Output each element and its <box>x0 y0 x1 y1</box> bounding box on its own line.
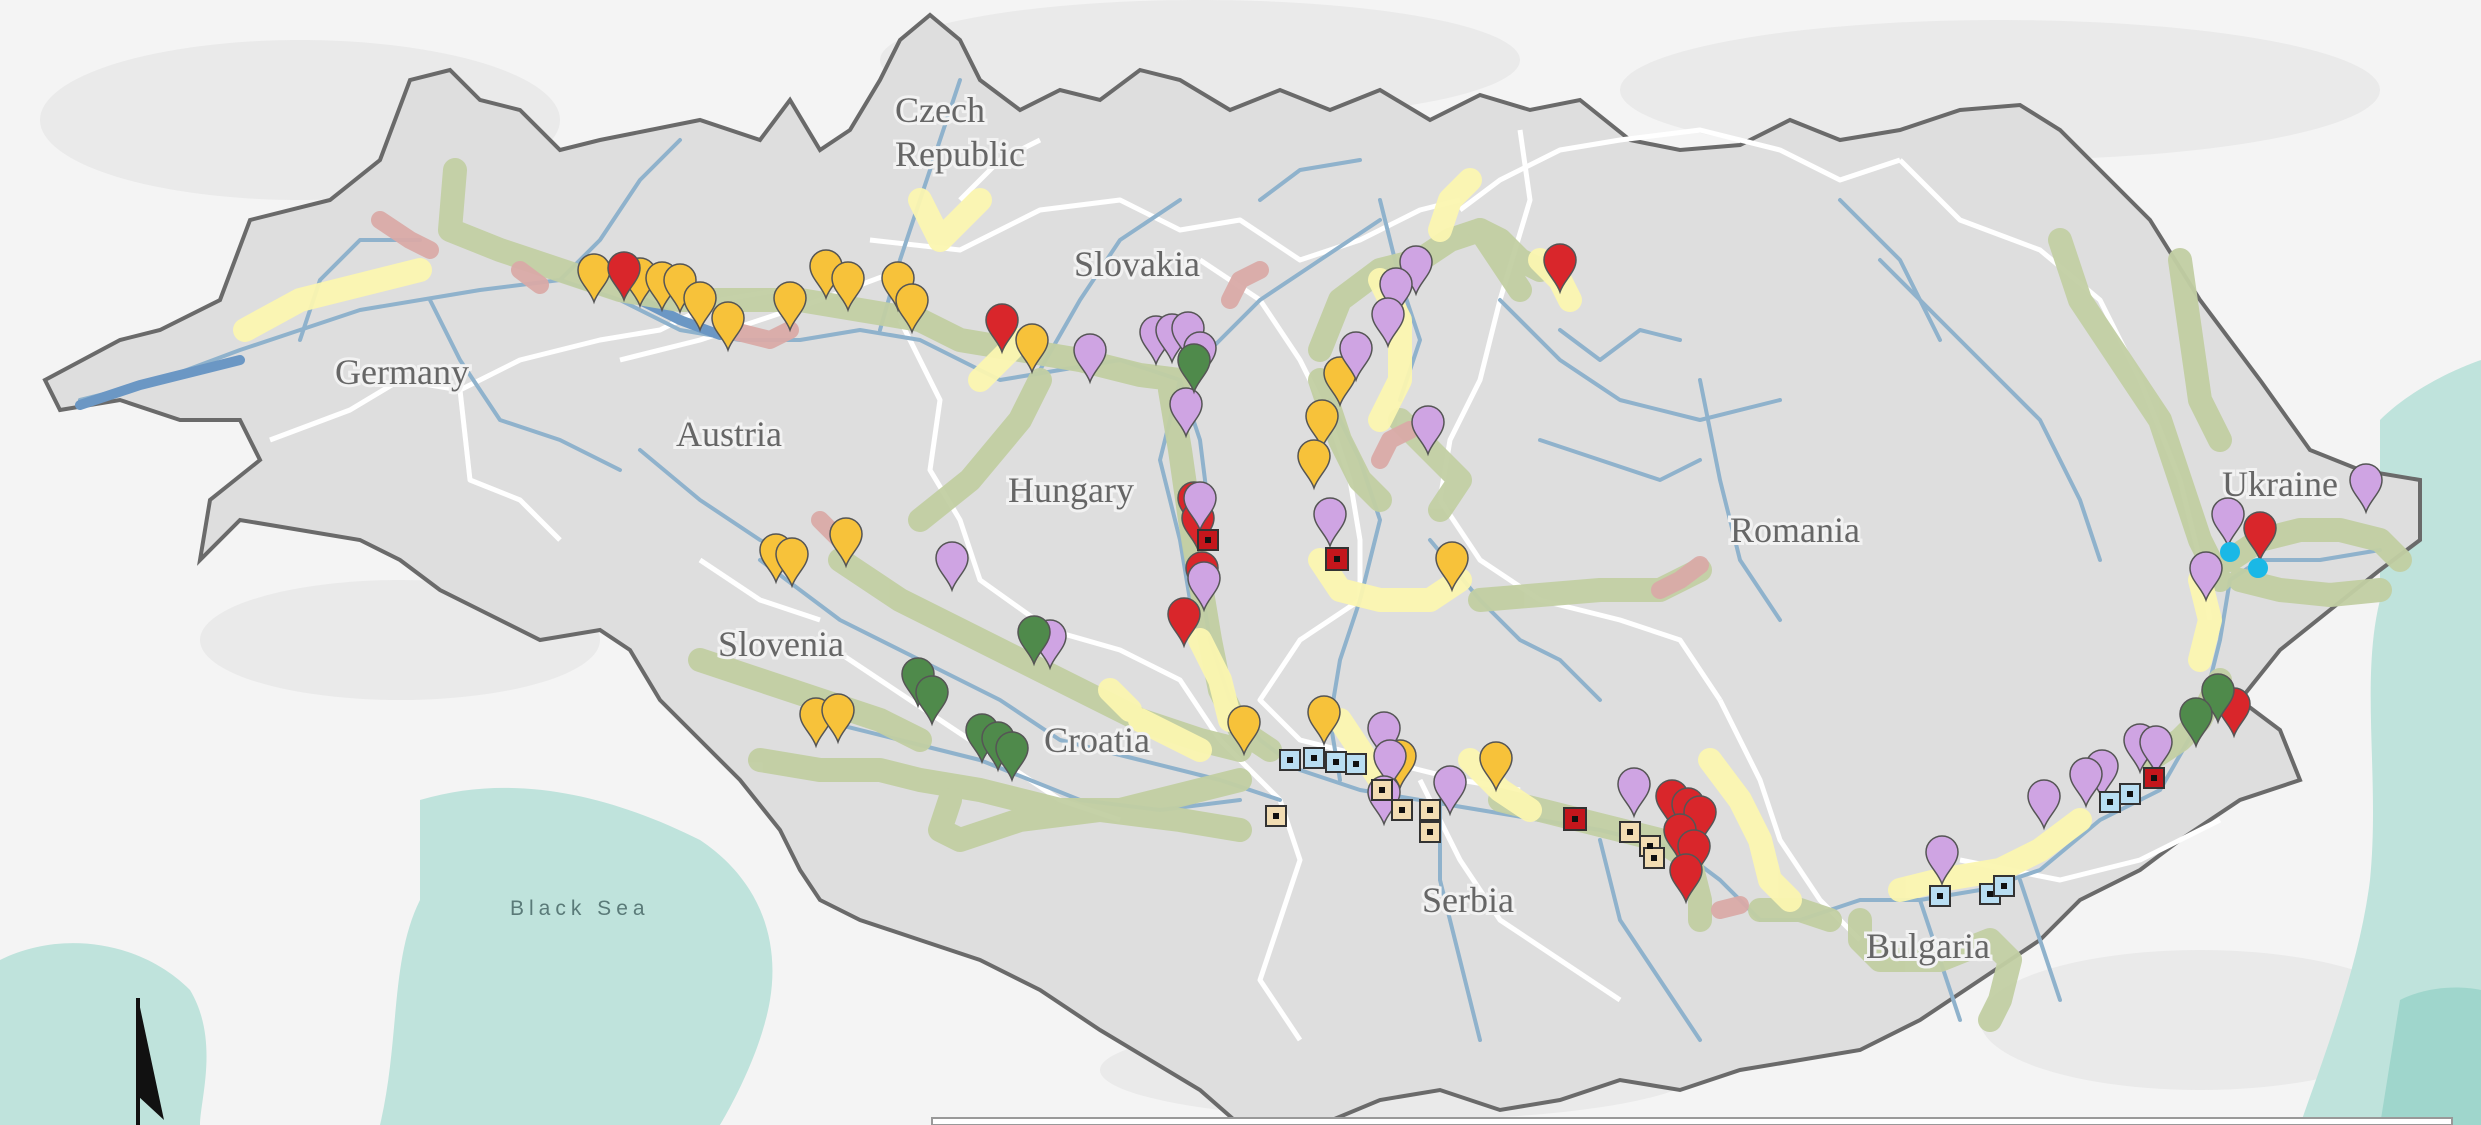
water-point-icon[interactable] <box>2220 542 2240 562</box>
country-labels: Germany Austria Czech Republic Slovakia … <box>332 87 2341 969</box>
label-germany: Germany <box>335 352 469 392</box>
label-slovakia: Slovakia <box>1074 244 1200 284</box>
square-site-dots <box>1205 537 2157 899</box>
water-point-icon[interactable] <box>2248 558 2268 578</box>
label-austria: Austria <box>676 414 782 454</box>
north-arrow-icon <box>136 998 164 1125</box>
label-slovenia: Slovenia <box>718 624 844 664</box>
upper-danube-highlight <box>75 355 245 410</box>
label-croatia: Croatia <box>1044 720 1150 760</box>
markers-cyan <box>2220 542 2268 578</box>
corridor-yellow <box>233 168 2222 912</box>
label-romania: Romania <box>1730 510 1860 550</box>
country-boundaries <box>269 127 2222 1042</box>
square-sites <box>1197 529 2165 907</box>
inset-panel-edge <box>931 1117 2453 1125</box>
label-serbia: Serbia <box>1422 880 1514 920</box>
label-ukraine: Ukraine <box>2222 464 2338 504</box>
label-hungary: Hungary <box>1008 470 1134 510</box>
label-black-sea: Black Sea <box>510 897 650 920</box>
label-czech-line1: Czech <box>895 90 985 130</box>
label-czech-line2: Republic <box>895 134 1025 174</box>
sea-areas <box>0 360 2481 1125</box>
label-bulgaria: Bulgaria <box>1866 926 1990 966</box>
